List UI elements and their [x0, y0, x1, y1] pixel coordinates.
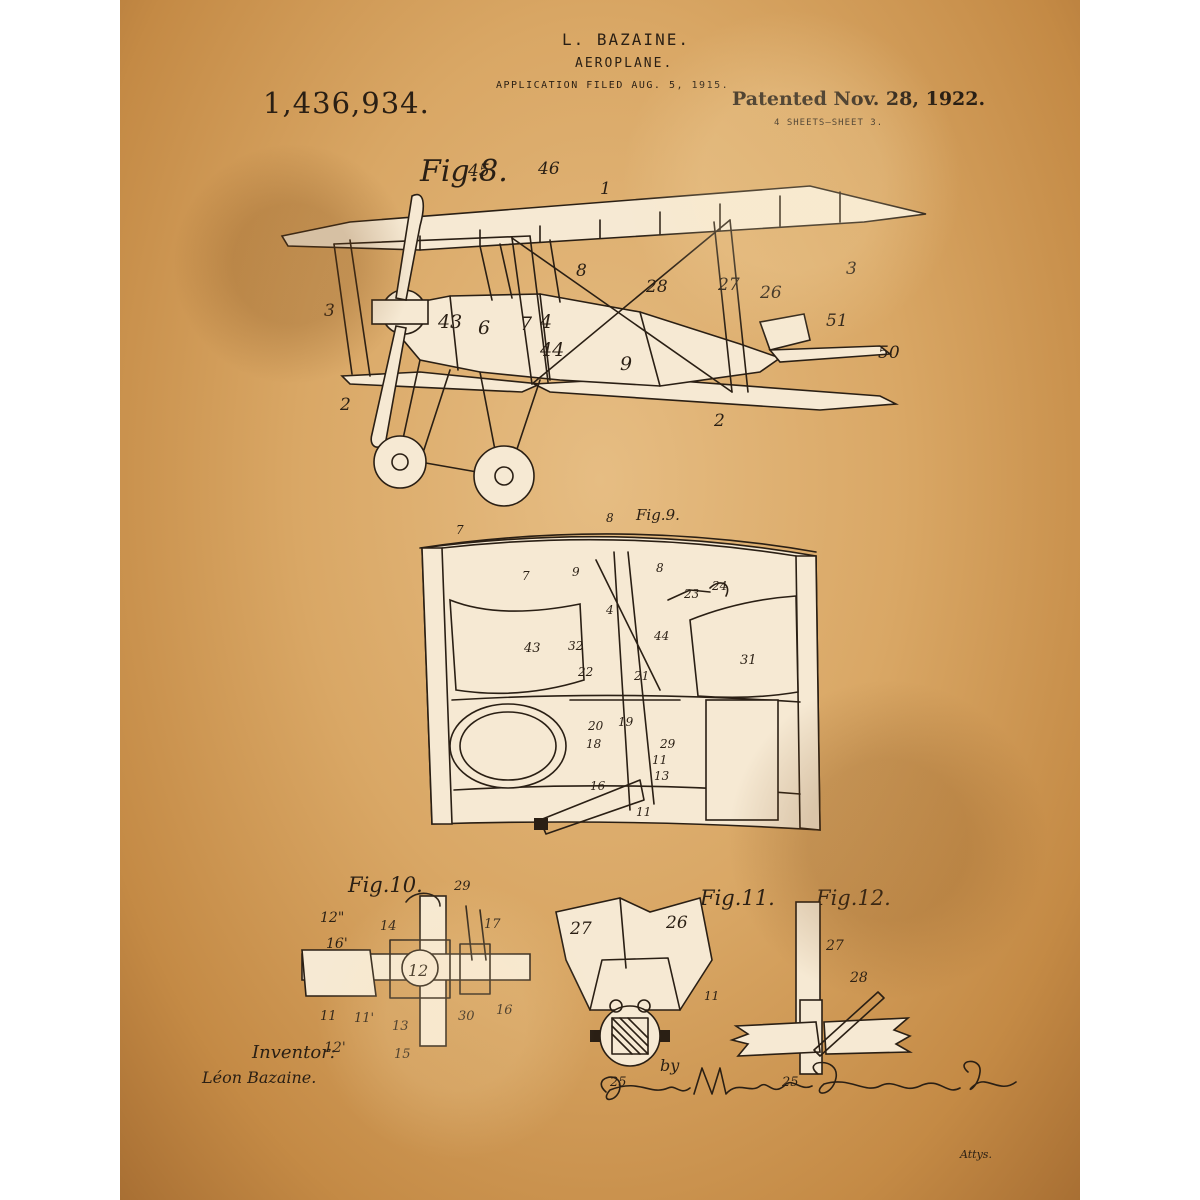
patent-number: 1,436,934.: [263, 86, 430, 120]
inventor-name-header: L. BAZAINE.: [562, 30, 690, 49]
reference-number: 30: [458, 1009, 475, 1024]
inventor-signature-name: Léon Bazaine.: [202, 1068, 317, 1087]
reference-number: 29: [659, 737, 676, 751]
reference-number: 9: [620, 353, 632, 375]
patent-poster: L. BAZAINE. AEROPLANE. APPLICATION FILED…: [120, 0, 1080, 1200]
patent-drawings: 45 46 1 3 8 28 27 26 3 43 6 7 4 44 9 51 …: [280, 159, 1017, 1101]
reference-number: 31: [740, 653, 757, 668]
fig-11-fitting-drawing: 27 26 11 25: [555, 896, 719, 1090]
reference-number: 8: [576, 261, 587, 281]
reference-number: 22: [577, 665, 593, 679]
reference-number: 12": [320, 910, 344, 926]
reference-number: 28: [849, 970, 868, 986]
reference-number: 12': [324, 1040, 346, 1056]
inventor-heading: Inventor:: [252, 1042, 336, 1063]
reference-number: 28: [645, 277, 668, 297]
fig-9-cockpit-drawing: 7 8 9 7 8 24 23 43 32 4 44 31 22 21 20 1…: [419, 511, 821, 835]
reference-number: 20: [587, 719, 604, 733]
reference-number: 18: [586, 737, 602, 751]
reference-number: 7: [522, 569, 530, 583]
reference-number: 29: [453, 879, 471, 894]
reference-number: 21: [633, 669, 649, 683]
reference-number: 7: [456, 523, 464, 537]
reference-number: 3: [846, 259, 857, 279]
patented-date: Patented Nov. 28, 1922.: [732, 88, 986, 110]
reference-number: 51: [826, 311, 848, 331]
reference-number: 6: [478, 317, 490, 339]
reference-number: 17: [484, 917, 501, 932]
reference-number: 13: [392, 1019, 409, 1034]
fig-9-label: Fig.9.: [636, 506, 680, 524]
reference-number: 27: [717, 275, 740, 295]
fig-8-label: Fig.8.: [420, 154, 508, 189]
reference-number: 44: [539, 339, 564, 361]
reference-number: 4: [539, 311, 552, 333]
reference-number: 16': [326, 936, 348, 952]
reference-number: 27: [825, 938, 844, 954]
reference-number: 7: [520, 313, 533, 335]
reference-number: 11': [354, 1011, 374, 1026]
reference-number: 32: [568, 639, 583, 653]
reference-number: 24: [711, 579, 727, 593]
reference-number: 26: [665, 913, 688, 933]
reference-number: 50: [878, 343, 900, 363]
reference-number: 3: [324, 301, 335, 321]
reference-number: 19: [618, 715, 634, 729]
reference-number: 11: [320, 1009, 337, 1024]
reference-number: 23: [683, 587, 700, 601]
application-filed-date: APPLICATION FILED AUG. 5, 1915.: [496, 80, 730, 91]
reference-number: 45: [467, 161, 490, 181]
patent-title: AEROPLANE.: [575, 56, 674, 71]
attorney-signature: [600, 1060, 1017, 1101]
reference-number: 11: [652, 753, 667, 767]
reference-number: 44: [653, 629, 669, 643]
reference-number: 46: [537, 159, 560, 179]
reference-number: 16: [496, 1003, 513, 1018]
fig-11-label: Fig.11.: [700, 886, 775, 910]
reference-number: 2: [713, 411, 725, 431]
fig-10-joint-drawing: 29 12" 14 16' 17 12 11 11' 13 30 16 12' …: [301, 879, 531, 1062]
reference-number: 26: [759, 283, 782, 303]
fig-12-label: Fig.12.: [816, 886, 891, 910]
reference-number: 14: [380, 919, 397, 934]
reference-number: 8: [606, 511, 614, 525]
fig-12-strut-drawing: 27 28 25: [729, 901, 913, 1090]
fig-10-label: Fig.10.: [348, 873, 423, 897]
reference-number: 11: [704, 989, 719, 1003]
reference-number: 27: [569, 919, 592, 939]
reference-number: 16: [590, 779, 606, 793]
fig-8-biplane-drawing: 45 46 1 3 8 28 27 26 3 43 6 7 4 44 9 51 …: [280, 159, 927, 507]
reference-number: 1: [600, 179, 611, 199]
reference-number: 8: [656, 561, 664, 575]
attorneys-label: Attys.: [960, 1148, 992, 1161]
reference-number: 43: [437, 311, 462, 333]
reference-number: 12: [408, 961, 428, 980]
by-label: by: [660, 1056, 680, 1075]
reference-number: 11: [636, 805, 651, 819]
reference-number: 4: [605, 603, 614, 617]
reference-number: 13: [654, 769, 670, 783]
reference-number: 15: [394, 1047, 411, 1062]
reference-number: 2: [339, 395, 351, 415]
reference-number: 43: [523, 641, 541, 656]
sheet-count: 4 SHEETS—SHEET 3.: [774, 118, 884, 128]
reference-number: 9: [572, 565, 580, 579]
